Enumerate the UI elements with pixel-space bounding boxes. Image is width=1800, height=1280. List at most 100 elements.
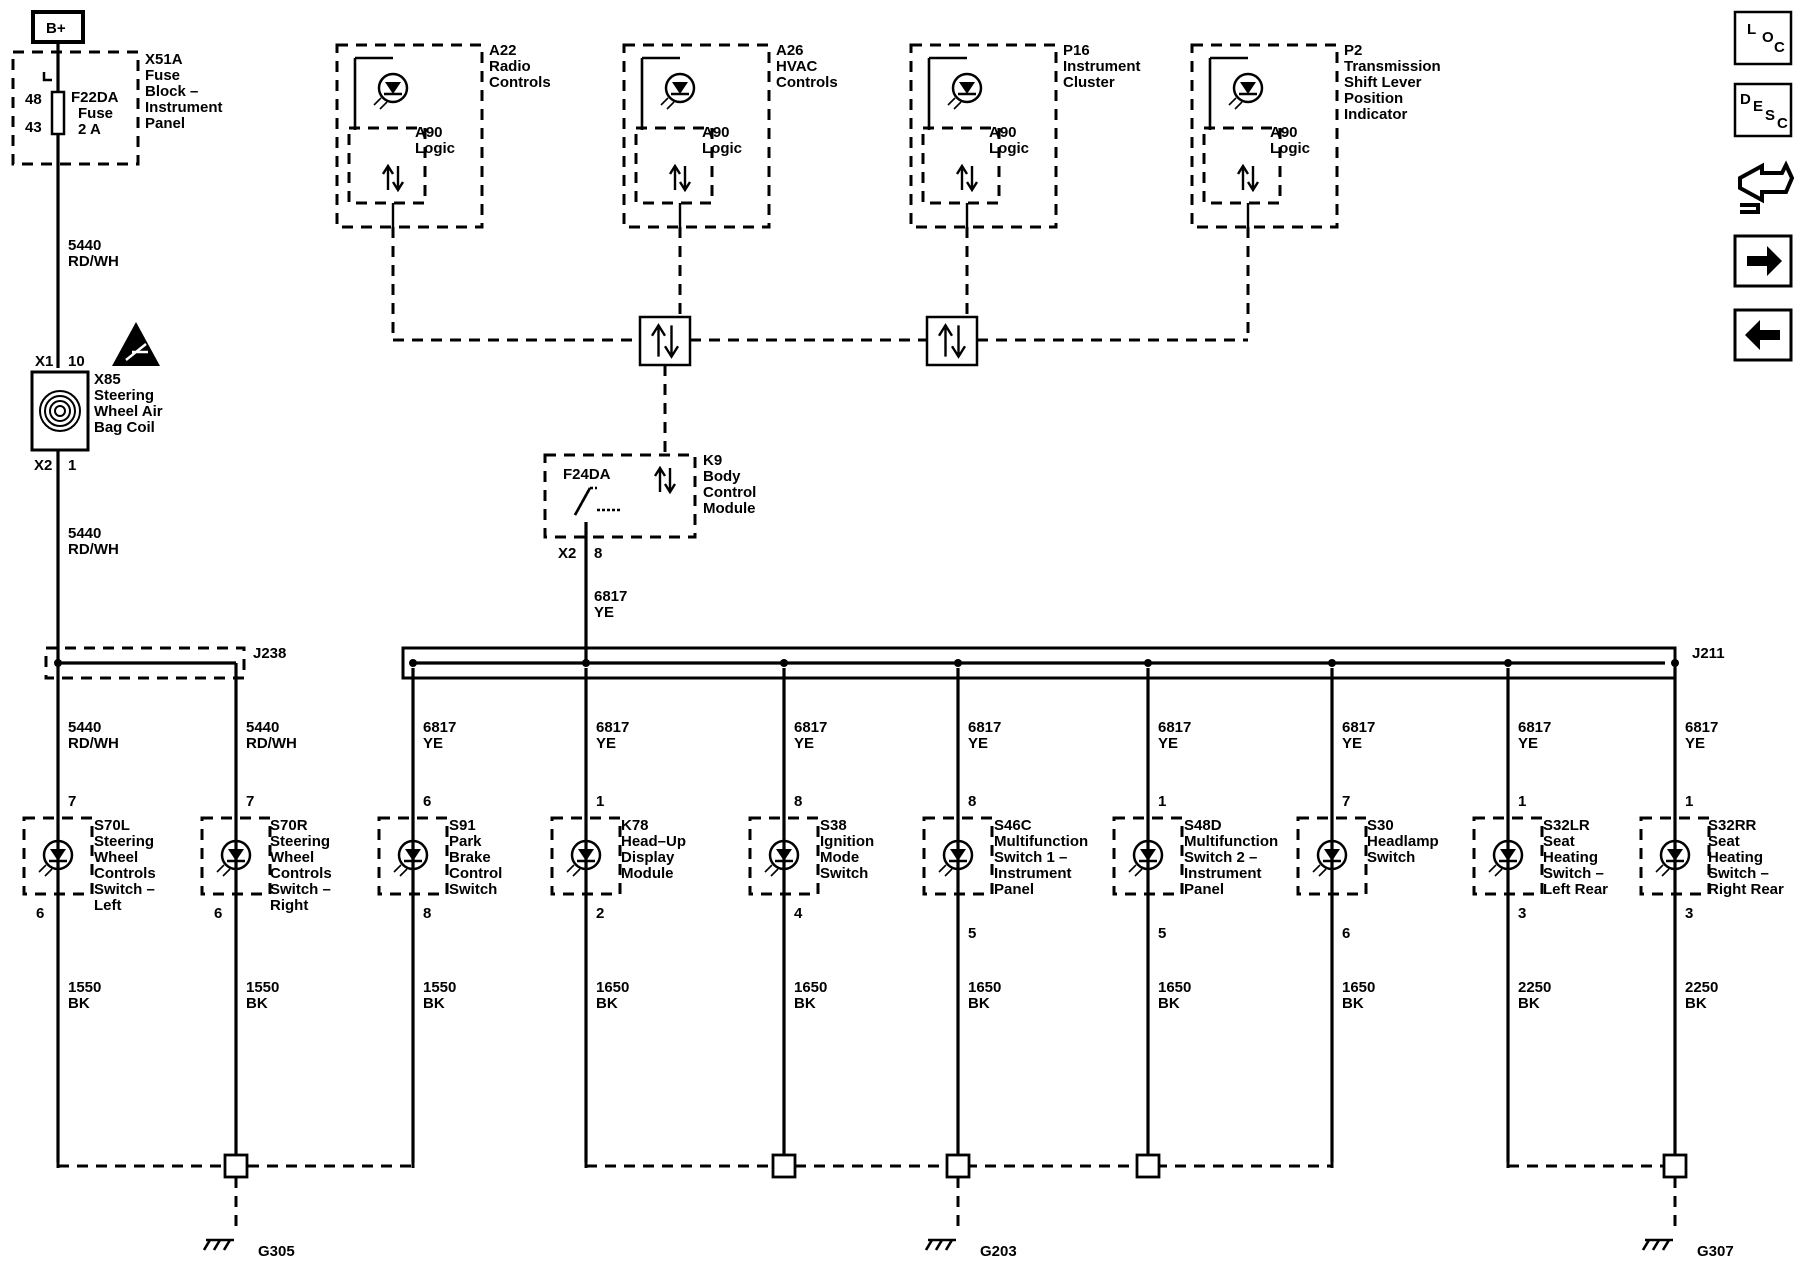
svg-text:C: C xyxy=(1774,39,1785,56)
lamp-icon xyxy=(393,839,429,877)
description-button[interactable]: D E S C xyxy=(1733,82,1793,138)
module-name: A26 xyxy=(776,42,804,59)
in-wire-color: RD/WH xyxy=(246,735,297,752)
fuse-block-desc: Fuse xyxy=(145,67,180,84)
fuse-desc: Fuse xyxy=(78,105,113,122)
switch-desc: Display xyxy=(621,849,675,866)
pin-in: 8 xyxy=(794,793,802,810)
switch-desc: Switch – xyxy=(1543,865,1604,882)
module-desc: Radio xyxy=(489,58,531,75)
power-label: B+ xyxy=(46,20,66,37)
switch-desc: Controls xyxy=(270,865,332,882)
lamp-icon xyxy=(660,72,696,110)
pin-in: 7 xyxy=(246,793,254,810)
pin-in: 8 xyxy=(968,793,976,810)
power-source: B+ xyxy=(31,10,85,44)
switch-desc: Seat xyxy=(1708,833,1740,850)
in-wire-circuit: 6817 xyxy=(968,719,1001,736)
module-desc: Instrument xyxy=(1063,58,1141,75)
bcm-pin: 8 xyxy=(594,545,602,562)
switch-desc: Controls xyxy=(94,865,156,882)
out-color: BK xyxy=(1518,995,1540,1012)
switch-desc: Instrument xyxy=(1184,865,1262,882)
module-desc: Transmission xyxy=(1344,58,1441,75)
splice-right-name: J211 xyxy=(1692,645,1725,662)
switch-desc: Panel xyxy=(1184,881,1224,898)
svg-text:S: S xyxy=(1765,107,1775,124)
ground-icon xyxy=(1641,1238,1673,1251)
next-arrow-icon[interactable] xyxy=(1733,234,1793,288)
pin-out: 6 xyxy=(214,905,222,922)
switch-desc: Switch xyxy=(449,881,497,898)
location-button[interactable]: L O C xyxy=(1733,10,1793,66)
switch-desc: Mode xyxy=(820,849,859,866)
switch-desc: Steering xyxy=(94,833,154,850)
logic-name: A90 xyxy=(989,124,1017,141)
switch-desc: Ignition xyxy=(820,833,874,850)
switch-desc: Seat xyxy=(1543,833,1575,850)
pin-in: 7 xyxy=(68,793,76,810)
switch-desc: Brake xyxy=(449,849,491,866)
switch-desc: Head–Up xyxy=(621,833,686,850)
switch-desc: Control xyxy=(449,865,502,882)
in-wire-color: YE xyxy=(423,735,443,752)
switch-desc: Wheel xyxy=(270,849,314,866)
in-wire-color: RD/WH xyxy=(68,735,119,752)
previous-arrow-icon[interactable] xyxy=(1733,308,1793,362)
wire-5440-circuit: 5440 xyxy=(68,237,101,254)
ground-icon xyxy=(202,1238,234,1251)
serial-data-icon xyxy=(650,323,680,359)
logic-desc: Logic xyxy=(989,140,1029,157)
fuse-block-name: X51A xyxy=(145,51,183,68)
splice-j211: J211 xyxy=(401,645,1725,680)
switch-name: S32LR xyxy=(1543,817,1590,834)
module-desc: Position xyxy=(1344,90,1403,107)
serial-data-icon xyxy=(937,323,967,359)
in-wire-circuit: 6817 xyxy=(1342,719,1375,736)
switch-desc: Right Rear xyxy=(1708,881,1784,898)
logic-desc: Logic xyxy=(702,140,742,157)
in-wire-circuit: 6817 xyxy=(794,719,827,736)
ground-junction xyxy=(945,1153,971,1179)
connector-view-icon[interactable] xyxy=(1738,160,1795,214)
out-color: BK xyxy=(246,995,268,1012)
coil-pin-top: 10 xyxy=(68,353,85,370)
lamp-icon xyxy=(566,839,602,877)
pin-out: 4 xyxy=(794,905,803,922)
pin-out: 2 xyxy=(596,905,604,922)
switch-desc: Switch xyxy=(1367,849,1415,866)
switch-s70r: 5440RD/WH7S70RSteeringWheelControlsSwitc… xyxy=(200,663,332,1168)
module-desc: Shift Lever xyxy=(1344,74,1422,91)
switch-desc: Switch – xyxy=(1708,865,1769,882)
switch-name: S46C xyxy=(994,817,1032,834)
ground-junction xyxy=(771,1153,797,1179)
coil-pin-bottom: 1 xyxy=(68,457,76,474)
nav-panel: L O C D E S C xyxy=(1733,10,1795,362)
lamp-icon xyxy=(1488,839,1524,877)
switch-desc: Heating xyxy=(1708,849,1763,866)
switch-name: S70L xyxy=(94,817,130,834)
switch-desc: Switch 2 – xyxy=(1184,849,1257,866)
ground-label: G203 xyxy=(980,1243,1017,1260)
switch-desc: Panel xyxy=(994,881,1034,898)
in-wire-color: YE xyxy=(1518,735,1538,752)
switch-name: K78 xyxy=(621,817,649,834)
lamp-icon xyxy=(373,72,409,110)
serial-splice-left xyxy=(638,315,692,367)
pin-out: 5 xyxy=(1158,925,1166,942)
out-color: BK xyxy=(968,995,990,1012)
wire-5440-color: RD/WH xyxy=(68,253,119,270)
lamp-icon xyxy=(1312,839,1348,877)
module-desc: Controls xyxy=(776,74,838,91)
svg-text:C: C xyxy=(1777,115,1788,132)
coil-desc: Bag Coil xyxy=(94,419,155,436)
out-color: BK xyxy=(1158,995,1180,1012)
logic-name: A90 xyxy=(702,124,730,141)
fuse-block-desc: Block – xyxy=(145,83,198,100)
fuse-block-desc: Instrument xyxy=(145,99,223,116)
module-desc: Indicator xyxy=(1344,106,1408,123)
